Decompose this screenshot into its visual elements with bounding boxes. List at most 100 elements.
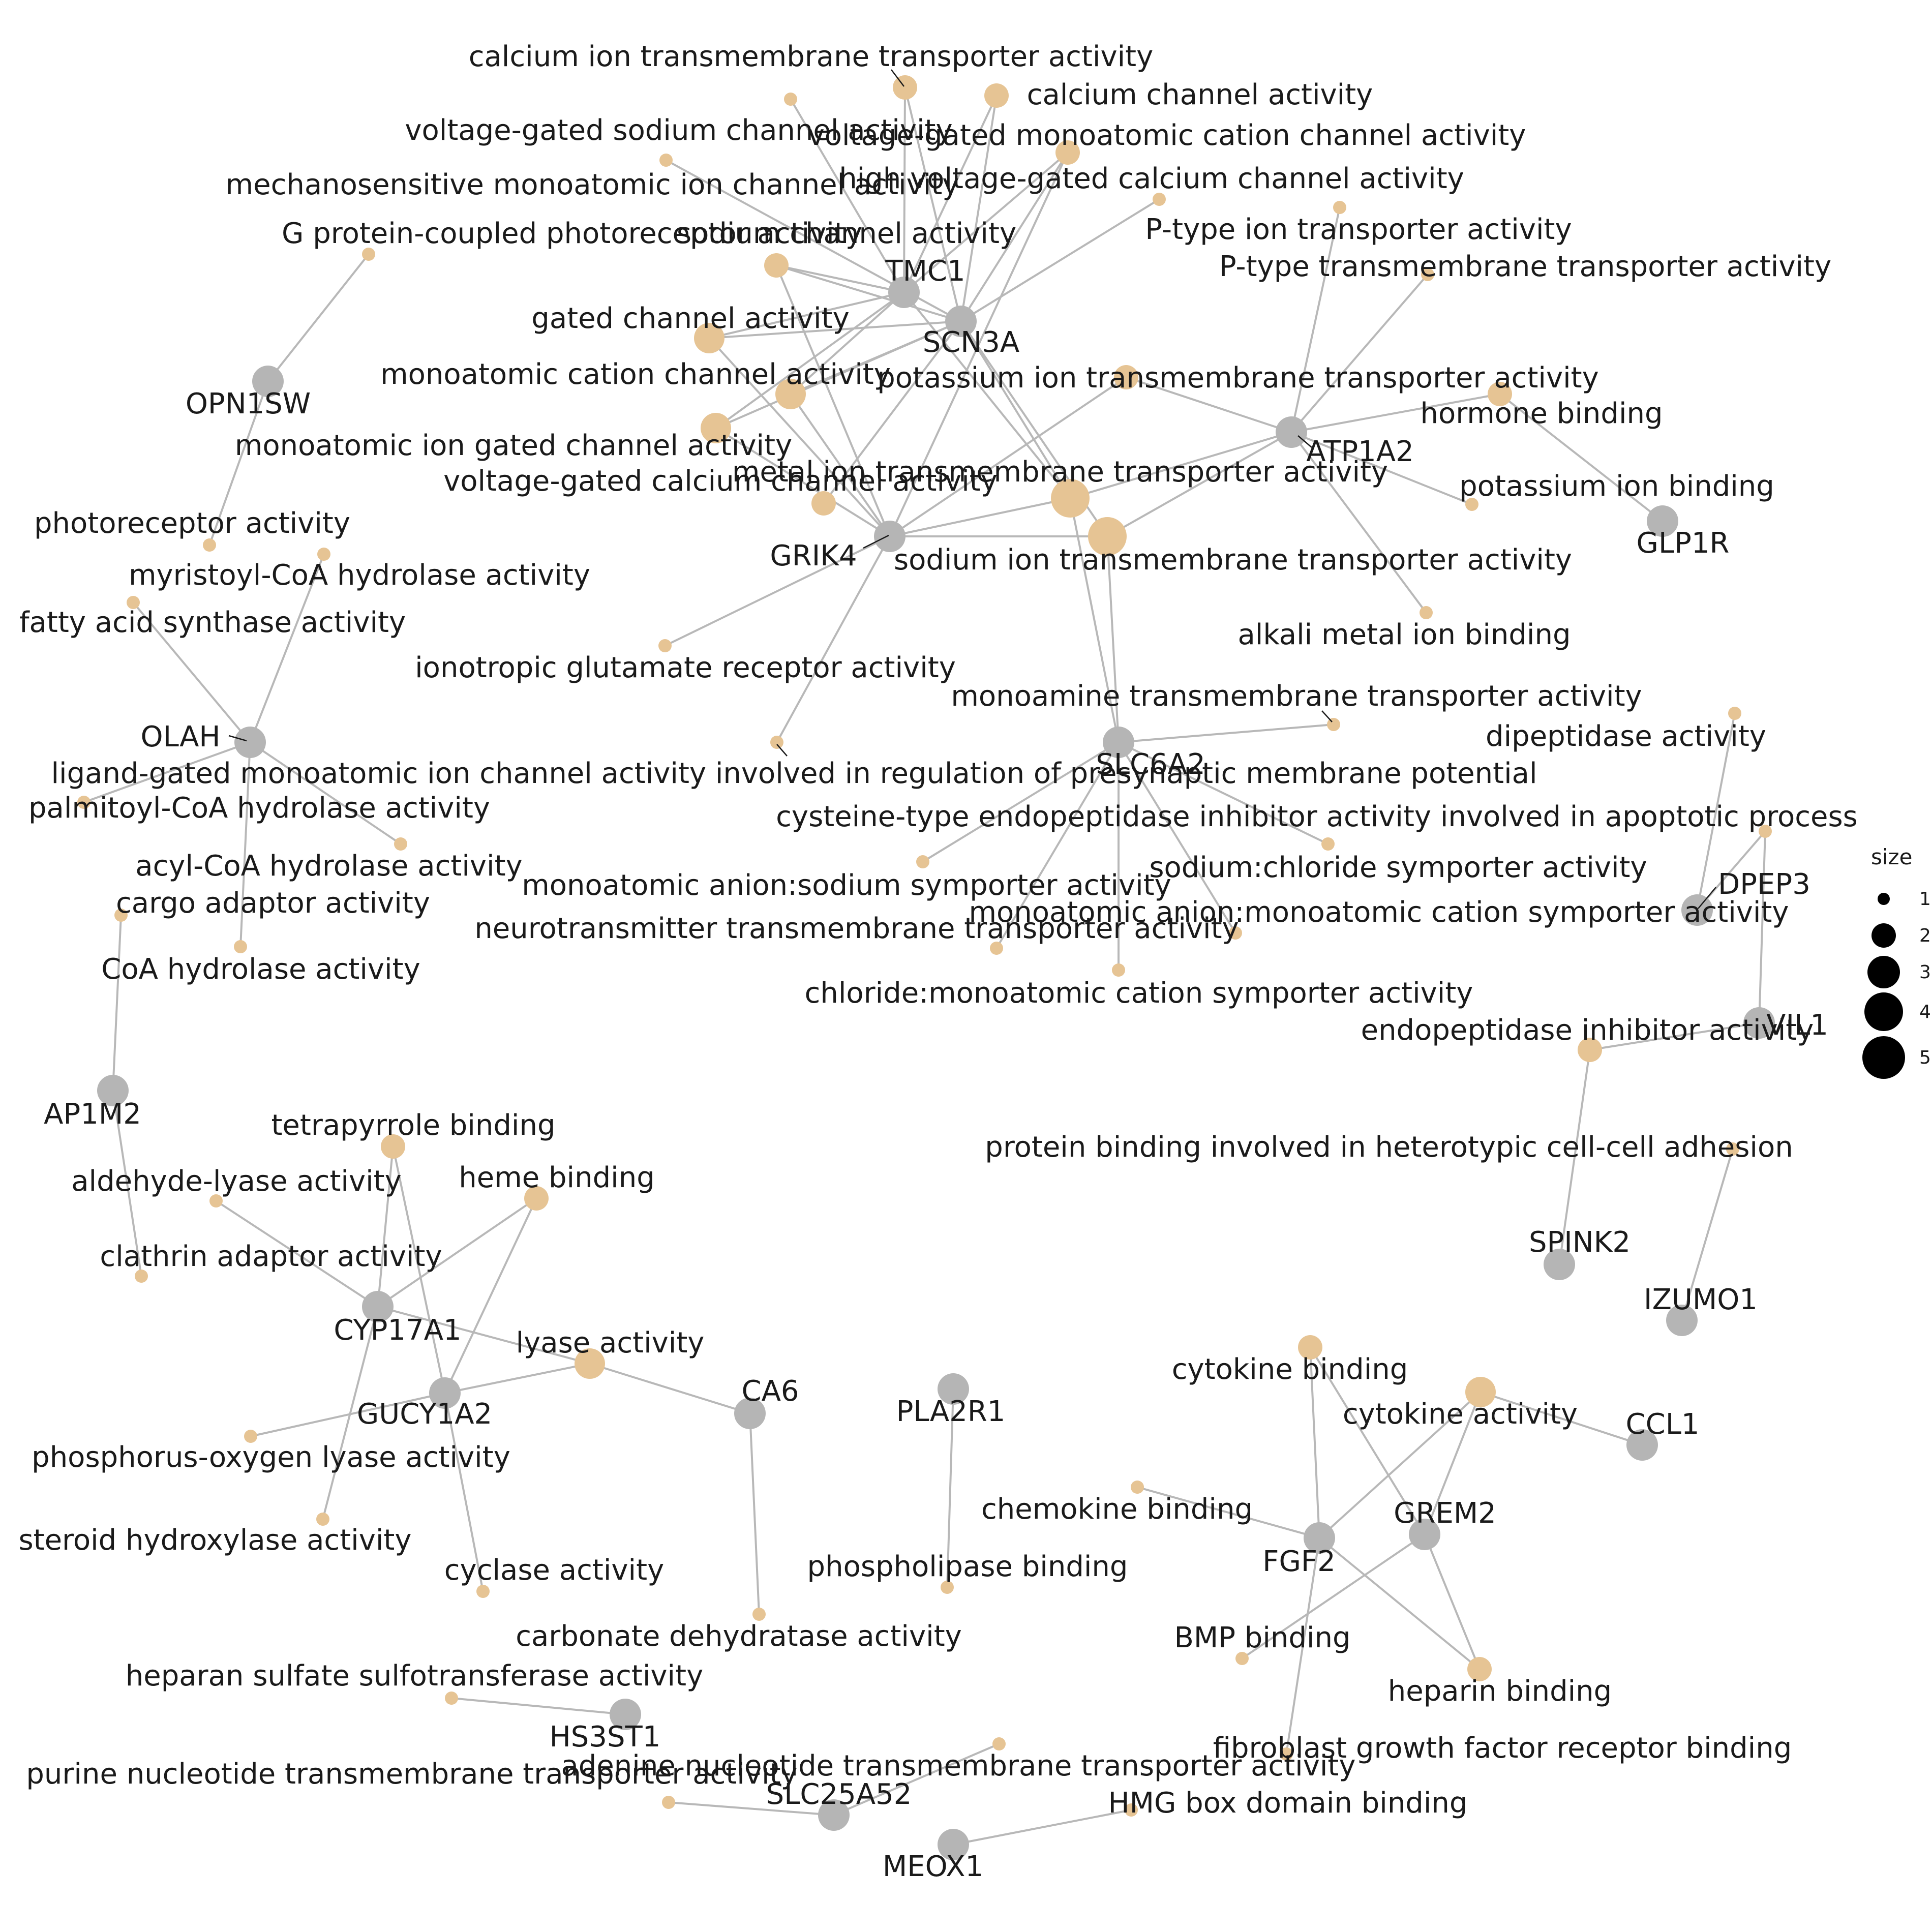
- term-label-potassium-ion-binding: potassium ion binding: [1459, 470, 1774, 503]
- gene-node-meox1: [938, 1829, 969, 1860]
- term-node-neurotransmitter-transmembrane-transporter-activity: [990, 942, 1003, 955]
- leader-line-ligand-gated-monoatomic-ion-channel-activity-involved-in-regulation-of-presynaptic-membrane-potential: [776, 744, 788, 757]
- term-node-monoamine-transmembrane-transporter-activity: [1327, 718, 1340, 731]
- edge-atp1a2-t7: [1290, 207, 1341, 433]
- edge-grik4-t9: [775, 265, 891, 537]
- legend-size-label: 1: [1919, 889, 1931, 910]
- edge-atp1a2-t14: [1291, 393, 1500, 433]
- term-label-cytokine-binding: cytokine binding: [1172, 1353, 1408, 1386]
- node-layer: [77, 75, 1775, 1860]
- edge-gucy1a2-t50: [444, 1393, 484, 1592]
- gene-node-atp1a2: [1276, 416, 1307, 448]
- term-label-heparin-binding: heparin binding: [1388, 1675, 1612, 1708]
- term-label-g-protein-coupled-photoreceptor-activity: G protein-coupled photoreceptor activity: [282, 217, 862, 250]
- term-label-sodium-ion-transmembrane-transporter-activity: sodium ion transmembrane transporter act…: [894, 544, 1572, 577]
- gene-label-vil1: VIL1: [1766, 1009, 1828, 1042]
- term-label-alkali-metal-ion-binding: alkali metal ion binding: [1237, 618, 1571, 651]
- edge-slc6a2-t32: [922, 741, 1120, 863]
- edge-grik4-t27: [776, 536, 891, 743]
- gene-label-cyp17a1: CYP17A1: [334, 1314, 461, 1347]
- leader-line-dpep3: [1698, 887, 1716, 909]
- term-node-calcium-channel-activity: [984, 83, 1009, 108]
- edge-tmc1-t12: [790, 291, 905, 395]
- leader-line-atp1a2: [1297, 435, 1312, 448]
- term-label-cysteine-type-endopeptidase-inhibitor-activity-involved-in-apoptotic-process: cysteine-type endopeptidase inhibitor ac…: [776, 800, 1858, 833]
- edge-gucy1a2-t39: [392, 1146, 446, 1394]
- gene-label-ap1m2: AP1M2: [44, 1098, 141, 1131]
- edge-scn3a-t15: [715, 320, 961, 429]
- edge-atp1a2-t16: [1070, 431, 1292, 499]
- term-node-endopeptidase-inhibitor-activity: [1578, 1038, 1602, 1062]
- term-label-steroid-hydroxylase-activity: steroid hydroxylase activity: [18, 1524, 411, 1557]
- term-label-lyase-activity: lyase activity: [516, 1326, 705, 1360]
- legend-size-label: 3: [1919, 962, 1931, 983]
- gene-label-meox1: MEOX1: [883, 1850, 983, 1883]
- edge-slc6a2-t16: [1069, 498, 1120, 743]
- edge-olah-t36: [239, 742, 251, 947]
- term-node-phosphorus-oxygen-lyase-activity: [244, 1430, 257, 1443]
- term-label-sodium-chloride-symporter-activity: sodium:chloride symporter activity: [1149, 851, 1647, 884]
- term-node-p-type-ion-transporter-activity: [1333, 201, 1346, 214]
- term-node-ligand-gated-monoatomic-ion-channel-activity-involved-in-regulation-of-presynaptic-membrane-potential: [770, 736, 783, 749]
- gene-node-izumo1: [1666, 1305, 1698, 1336]
- edge-pla2r1-t51: [946, 1388, 954, 1588]
- term-node-monoatomic-cation-channel-activity: [775, 379, 806, 409]
- term-node-ionotropic-glutamate-receptor-activity: [658, 639, 672, 652]
- term-node-high-voltage-gated-calcium-channel-activity: [1153, 193, 1166, 206]
- legend-size-label: 5: [1919, 1047, 1931, 1068]
- edge-ap1m2-t43: [112, 1090, 142, 1277]
- term-label-carbonate-dehydratase-activity: carbonate dehydratase activity: [516, 1620, 962, 1653]
- term-label-monoatomic-anion-monoatomic-cation-symporter-activity: monoatomic anion:monoatomic cation sympo…: [969, 896, 1789, 929]
- term-label-purine-nucleotide-transmembrane-transporter-activity: purine nucleotide transmembrane transpor…: [26, 1758, 797, 1791]
- gene-node-tmc1: [888, 277, 920, 308]
- edge-grem2-t53: [1241, 1533, 1426, 1659]
- term-label-voltage-gated-calcium-channel-activity: voltage-gated calcium channel activity: [443, 465, 998, 498]
- edge-olah-t28: [83, 741, 251, 803]
- gene-node-ca6: [734, 1398, 766, 1429]
- term-node-dipeptidase-activity: [1728, 707, 1741, 720]
- term-node-sodium-channel-activity: [764, 253, 789, 278]
- gene-label-ccl1: CCL1: [1625, 1408, 1699, 1441]
- term-label-potassium-ion-transmembrane-transporter-activity: potassium ion transmembrane transporter …: [877, 361, 1599, 395]
- term-node-fatty-acid-synthase-activity: [127, 596, 140, 609]
- gene-label-hs3st1: HS3ST1: [550, 1720, 661, 1754]
- gene-label-pla2r1: PLA2R1: [896, 1395, 1006, 1428]
- edge-fgf2-t54: [1318, 1537, 1481, 1670]
- term-label-monoatomic-cation-channel-activity: monoatomic cation channel activity: [380, 358, 891, 391]
- term-label-cargo-adaptor-activity: cargo adaptor activity: [116, 887, 430, 920]
- edge-scn3a-t2: [960, 95, 998, 322]
- edge-scn3a-t4: [960, 152, 1069, 322]
- edge-slc25a52-t58: [668, 1801, 834, 1816]
- term-label-monoatomic-ion-gated-channel-activity: monoatomic ion gated channel activity: [235, 429, 792, 462]
- gene-node-slc6a2: [1103, 727, 1134, 758]
- term-node-voltage-gated-monoatomic-cation-channel-activity: [1055, 140, 1080, 165]
- edge-fgf2-t45: [1309, 1347, 1320, 1538]
- gene-node-grik4: [874, 521, 905, 552]
- term-label-aldehyde-lyase-activity: aldehyde-lyase activity: [71, 1165, 402, 1198]
- term-node-heparin-binding: [1467, 1657, 1492, 1681]
- edge-scn3a-t1: [904, 87, 962, 322]
- edge-cyp17a1-t39: [377, 1146, 394, 1307]
- leader-line-olah: [228, 735, 247, 742]
- edge-tmc1-t4: [903, 152, 1069, 293]
- gene-label-dpep3: DPEP3: [1718, 868, 1810, 901]
- edge-tmc1-t16: [903, 291, 1071, 499]
- edge-tmc1-t9: [776, 264, 904, 293]
- term-node-voltage-gated-calcium-channel-activity: [811, 491, 836, 516]
- term-node-chemokine-binding: [1131, 1481, 1144, 1494]
- gene-node-ap1m2: [97, 1075, 129, 1106]
- term-node-tetrapyrrole-binding: [381, 1134, 405, 1159]
- edge-grik4-t12: [790, 393, 891, 537]
- gene-label-scn3a: SCN3A: [923, 326, 1019, 359]
- label-layer: calcium ion transmembrane transporter ac…: [18, 40, 1857, 1883]
- term-label-phosphorus-oxygen-lyase-activity: phosphorus-oxygen lyase activity: [32, 1441, 510, 1474]
- term-node-palmitoyl-coa-hydrolase-activity: [77, 796, 90, 809]
- term-node-calcium-ion-transmembrane-transporter-activity: [893, 75, 917, 100]
- term-node-adenine-nucleotide-transmembrane-transporter-activity: [992, 1737, 1006, 1750]
- term-label-gated-channel-activity: gated channel activity: [531, 302, 849, 335]
- term-label-voltage-gated-sodium-channel-activity: voltage-gated sodium channel activity: [405, 114, 952, 147]
- term-label-clathrin-adaptor-activity: clathrin adaptor activity: [100, 1240, 442, 1273]
- edge-scn3a-t5: [960, 198, 1160, 322]
- label-leader-layer: [228, 69, 1716, 909]
- term-node-monoatomic-anion-sodium-symporter-activity: [916, 855, 929, 868]
